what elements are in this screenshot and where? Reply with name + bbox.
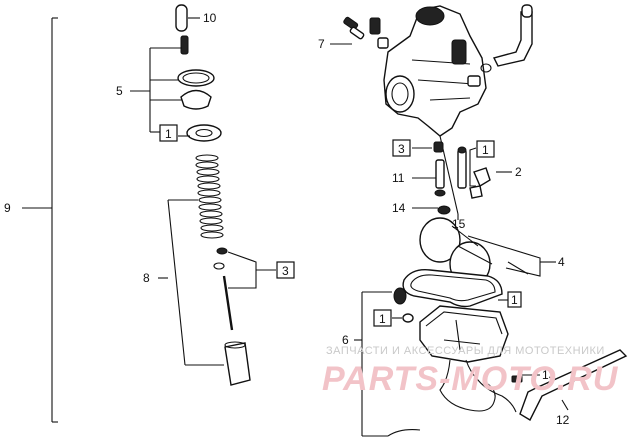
callout-1-right: 1 — [482, 143, 489, 157]
cable-adjuster — [180, 35, 189, 55]
throttle-slide — [224, 342, 251, 386]
carb-top-cap — [180, 89, 212, 110]
vent-tube — [492, 11, 533, 67]
right-leaders — [330, 43, 569, 437]
left-leaders — [22, 17, 276, 423]
callout-15: 15 — [452, 217, 466, 231]
callout-9: 9 — [4, 201, 11, 215]
needle-clip — [216, 247, 228, 255]
callout-1-bowl-box: 1 — [373, 309, 392, 327]
right-assembly — [343, 4, 628, 421]
callout-3-left: 3 — [282, 264, 289, 278]
callout-6: 6 — [342, 333, 349, 347]
main-jet — [473, 167, 491, 188]
callout-2: 2 — [515, 165, 522, 179]
overflow-tube — [439, 359, 496, 412]
needle-jet — [457, 149, 467, 189]
callout-4: 4 — [558, 255, 565, 269]
callout-11: 11 — [392, 171, 405, 185]
needle-washer — [213, 262, 225, 270]
callout-5: 5 — [116, 84, 123, 98]
watermark-subtitle: ЗАПЧАСТИ И АКСЕССУАРЫ ДЛЯ МОТОТЕХНИКИ — [326, 345, 605, 357]
callout-1-right-box: 1 — [476, 140, 495, 158]
drain-tube — [519, 349, 628, 421]
float-bowl-gasket — [402, 269, 503, 308]
jet-needle — [222, 275, 234, 331]
callout-1-float: 1 — [511, 293, 518, 307]
callout-3-right-box: 3 — [392, 139, 411, 157]
callout-14: 14 — [392, 201, 406, 215]
left-assembly — [175, 4, 251, 386]
callout-10: 10 — [203, 11, 217, 25]
watermark-logo: PARTS-MOTO.RU — [322, 360, 619, 398]
callout-13: 13 — [542, 368, 556, 382]
carburetor-body — [383, 5, 487, 137]
callout-3-right: 3 — [398, 142, 405, 156]
pilot-jet — [435, 159, 445, 189]
callout-7: 7 — [318, 37, 325, 51]
callout-8: 8 — [143, 271, 150, 285]
top-washer — [186, 124, 222, 142]
callout-12: 12 — [556, 413, 570, 427]
slide-spring — [195, 154, 224, 239]
float-bowl — [419, 305, 509, 363]
callout-1-left-box: 1 — [159, 124, 178, 142]
callout-3-left-box: 3 — [276, 261, 295, 279]
top-cap — [175, 4, 188, 32]
callout-1-bowl: 1 — [379, 312, 386, 326]
callout-1-left: 1 — [165, 127, 172, 141]
callout-1-float-box: 1 — [507, 291, 522, 308]
